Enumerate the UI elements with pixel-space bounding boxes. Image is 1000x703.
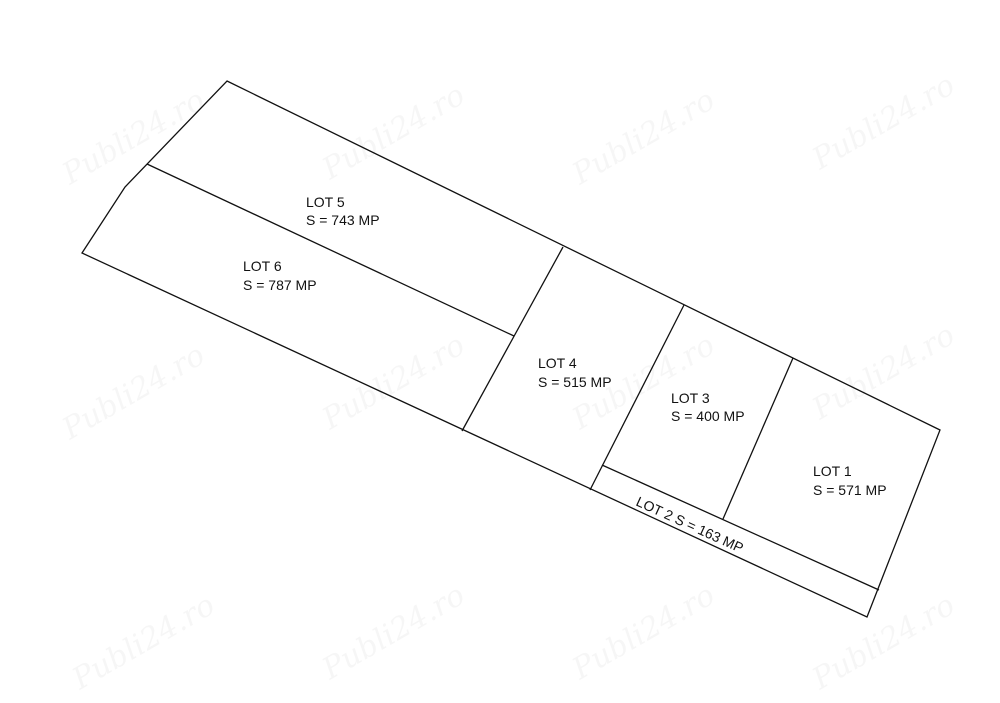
lot-1-area: S = 571 MP: [813, 482, 887, 498]
watermark: Publi24.ro: [56, 338, 211, 448]
lot-5-name: LOT 5: [306, 194, 345, 210]
watermark: Publi24.ro: [806, 588, 961, 698]
watermark: Publi24.ro: [56, 83, 211, 193]
divider-lot5-lot6: [146, 163, 515, 337]
lot-5-area: S = 743 MP: [306, 212, 380, 228]
watermark: Publi24.ro: [806, 318, 961, 428]
lot-6-area: S = 787 MP: [243, 277, 317, 293]
watermark: Publi24.ro: [316, 328, 471, 438]
watermark: Publi24.ro: [566, 83, 721, 193]
lot-3-name: LOT 3: [671, 390, 710, 406]
lot-4-name: LOT 4: [538, 355, 577, 371]
watermark: Publi24.ro: [316, 578, 471, 688]
watermark: Publi24.ro: [316, 78, 471, 188]
lot-1-name: LOT 1: [813, 463, 852, 479]
divider-lot2-strip: [601, 464, 880, 591]
parcel-outline: [81, 80, 941, 618]
lot-3-area: S = 400 MP: [671, 408, 745, 424]
lot-2-label: LOT 2 S = 163 MP: [634, 493, 746, 556]
divider-lot3-lot1: [722, 357, 794, 520]
watermark: Publi24.ro: [566, 578, 721, 688]
watermark: Publi24.ro: [66, 588, 221, 698]
lot-6-name: LOT 6: [243, 258, 282, 274]
divider-lot4-lot3: [589, 304, 685, 491]
divider-lot4-west: [461, 246, 564, 432]
lot-4-area: S = 515 MP: [538, 374, 612, 390]
watermark: Publi24.ro: [806, 68, 961, 178]
watermark-layer: Publi24.ro Publi24.ro Publi24.ro Publi24…: [56, 68, 961, 698]
